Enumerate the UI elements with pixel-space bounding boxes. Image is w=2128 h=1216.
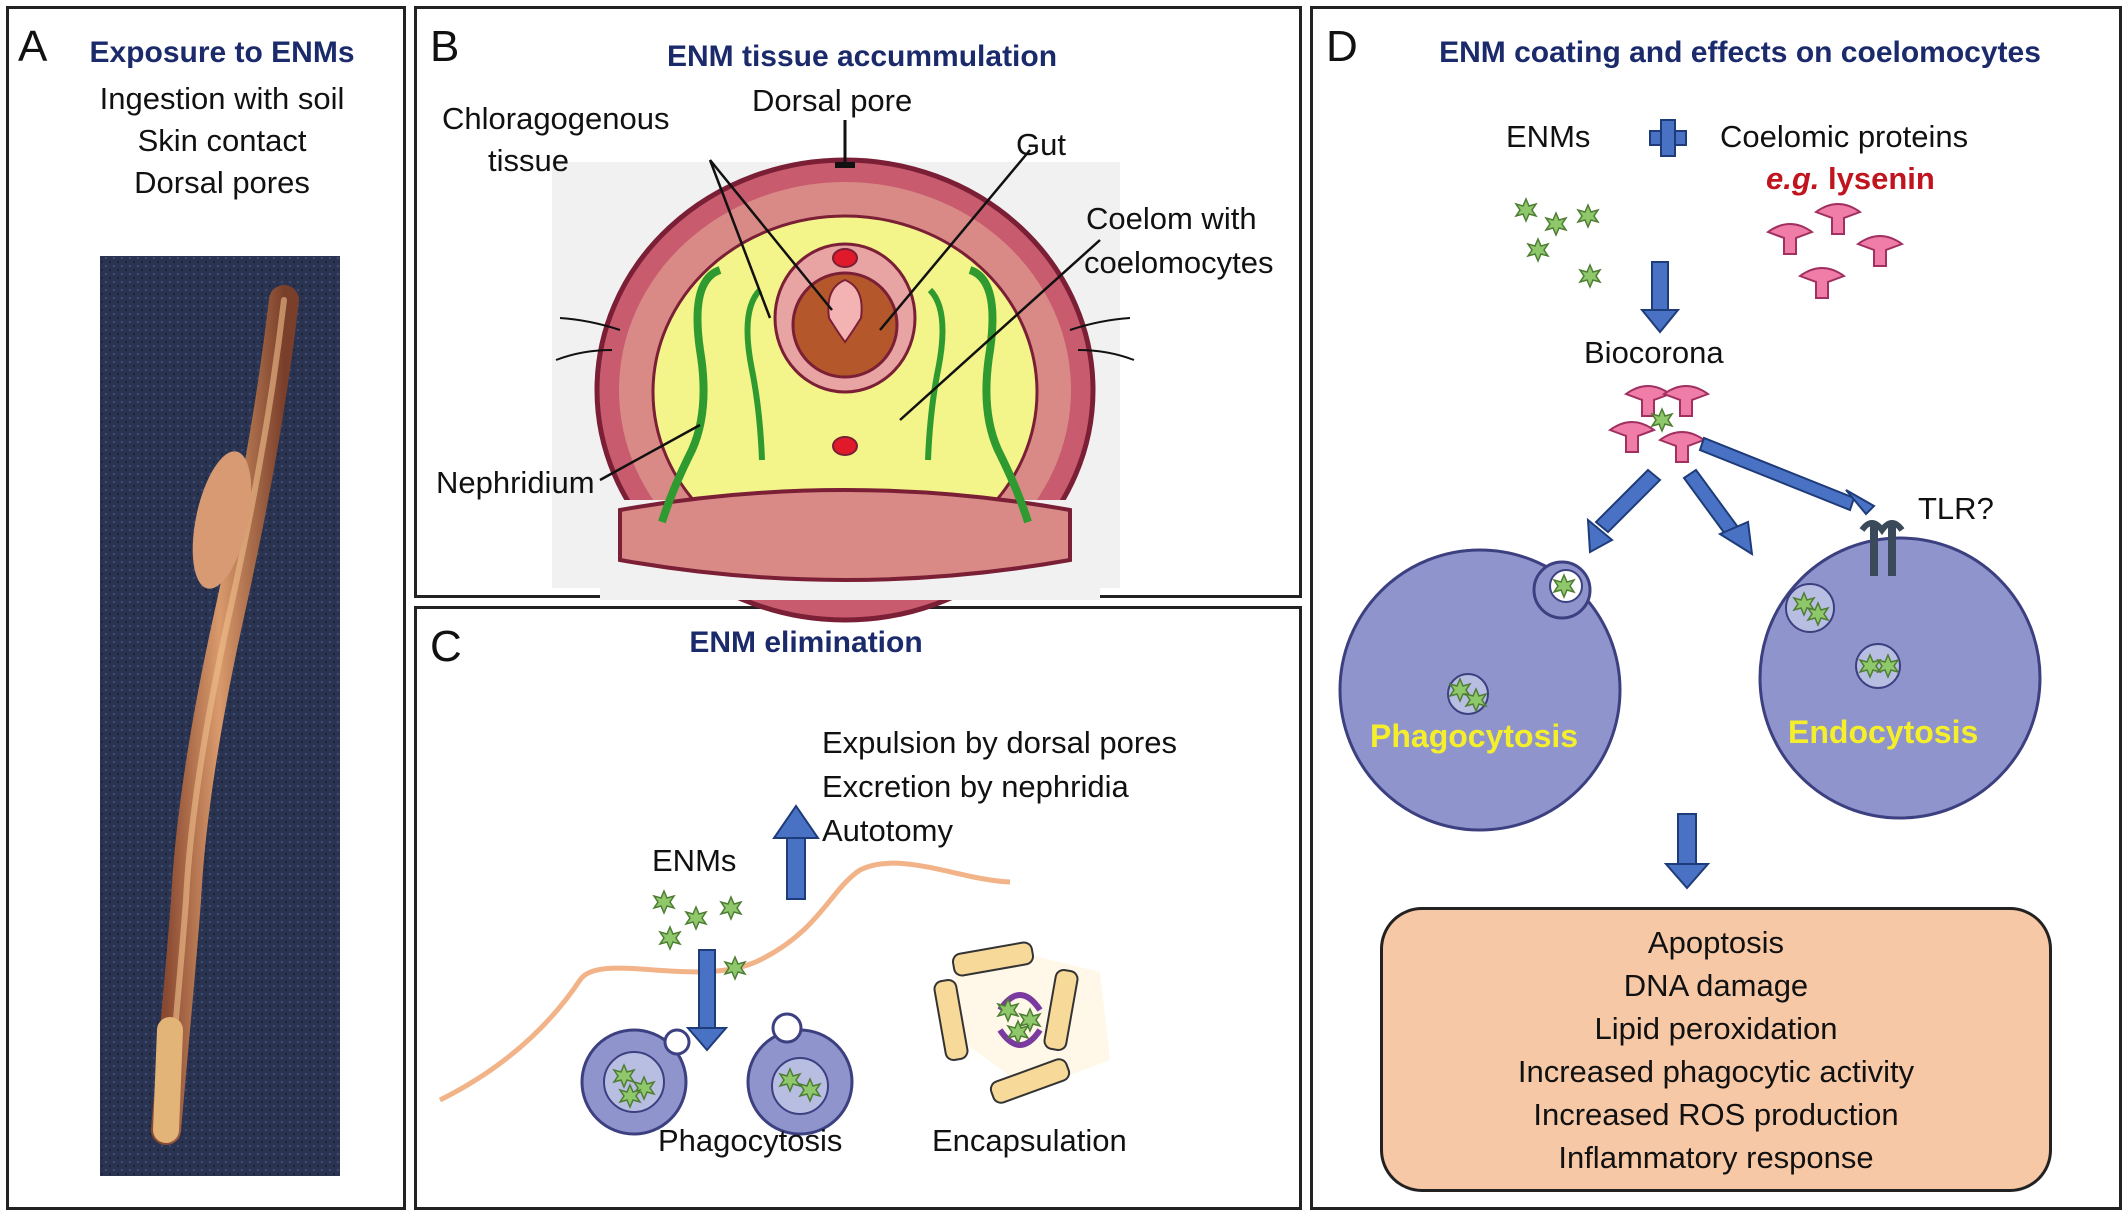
label-lysenin: e.g. lysenin [1766,158,1935,200]
label-endocytosis: Endocytosis [1788,714,1979,750]
panel-c-letter: C [430,622,462,671]
label-tlr: TLR? [1918,491,1994,526]
effects-box: Apoptosis DNA damage Lipid peroxidation … [1380,907,2052,1192]
label-gut: Gut [1016,127,1066,162]
panel-c [414,606,1302,1210]
encapsulation-graphic [933,941,1110,1104]
panel-a-title: Exposure to ENMs [89,36,355,69]
label-nephridium: Nephridium [436,465,595,500]
label-eg: e.g. [1766,161,1820,196]
tlr-receptor-icon [1859,520,1905,576]
label-enms-d: ENMs [1506,119,1591,154]
label-chloragogenous-tissue: tissue [488,143,569,178]
panel-d-letter: D [1326,22,1358,71]
effect-item: Increased ROS production [1533,1096,1899,1132]
exposure-route: Skin contact [137,123,307,158]
elimination-route: Excretion by nephridia [822,769,1129,804]
label-phagocytosis-d: Phagocytosis [1370,718,1579,754]
panel-b-title: ENM tissue accummulation [666,40,1058,73]
effect-item: Inflammatory response [1558,1139,1874,1175]
label-coelom: Coelom with [1086,201,1257,236]
label-coelomocytes: coelomocytes [1084,245,1274,280]
label-enms: ENMs [652,843,737,878]
effect-item: Increased phagocytic activity [1517,1053,1915,1089]
worm-cross-section [552,120,1135,623]
label-coelomic-proteins: Coelomic proteins [1720,119,1969,154]
effect-item: DNA damage [1623,967,1809,1003]
exposure-route: Dorsal pores [134,165,310,200]
effect-item: Apoptosis [1647,924,1785,960]
coelomocyte-graphics [1338,119,2042,890]
elimination-route: Expulsion by dorsal pores [822,725,1177,760]
panel-d-title: ENM coating and effects on coelomocytes [1439,36,2041,69]
panel-a-letter: A [18,22,48,71]
elimination-graphics [438,804,1110,1136]
effect-item: Lipid peroxidation [1594,1010,1838,1046]
plus-icon [1649,119,1687,157]
label-chloragogenous: Chloragogenous [442,101,670,136]
label-dorsal-pore: Dorsal pore [752,83,913,118]
elimination-route: Autotomy [822,813,953,848]
earthworm-photo [100,256,340,1176]
label-phagocytosis: Phagocytosis [658,1123,843,1158]
panel-b-letter: B [430,22,460,71]
label-biocorona: Biocorona [1584,335,1724,370]
label-encapsulation: Encapsulation [932,1123,1127,1158]
label-lysenin-name: lysenin [1828,161,1935,196]
exposure-route: Ingestion with soil [99,81,345,116]
panel-c-title: ENM elimination [689,626,923,659]
